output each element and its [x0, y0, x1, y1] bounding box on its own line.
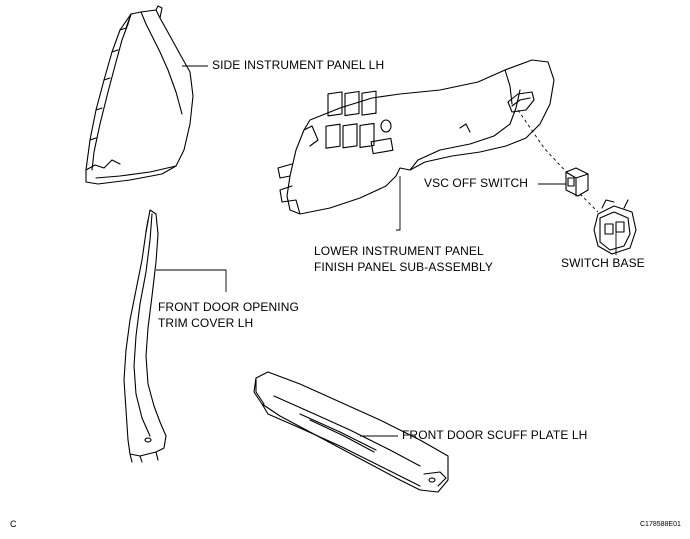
label-side-instrument-panel: SIDE INSTRUMENT PANEL LH	[212, 58, 385, 72]
label-door-trim-line2: TRIM COVER LH	[158, 316, 254, 330]
label-scuff-plate: FRONT DOOR SCUFF PLATE LH	[402, 428, 588, 442]
label-lower-panel-line2: FINISH PANEL SUB-ASSEMBLY	[314, 260, 493, 274]
switch-base-part	[593, 199, 637, 255]
side-instrument-panel-part	[85, 5, 194, 185]
label-door-trim-line1: FRONT DOOR OPENING	[158, 300, 299, 314]
label-vsc-off-switch: VSC OFF SWITCH	[424, 176, 529, 190]
assembly-dashed-line	[517, 109, 599, 213]
figure-id: C178588E01	[640, 521, 681, 528]
corner-code: C	[10, 519, 17, 529]
label-lower-panel-line1: LOWER INSTRUMENT PANEL	[314, 244, 484, 258]
vsc-off-switch-part	[565, 167, 589, 197]
leader-lower-panel	[396, 176, 401, 231]
label-switch-base: SWITCH BASE	[561, 256, 645, 270]
front-door-trim-cover-part	[123, 209, 167, 463]
leader-door-trim	[156, 269, 227, 292]
front-door-scuff-plate-part	[253, 371, 449, 493]
lower-instrument-panel-part	[277, 59, 555, 215]
